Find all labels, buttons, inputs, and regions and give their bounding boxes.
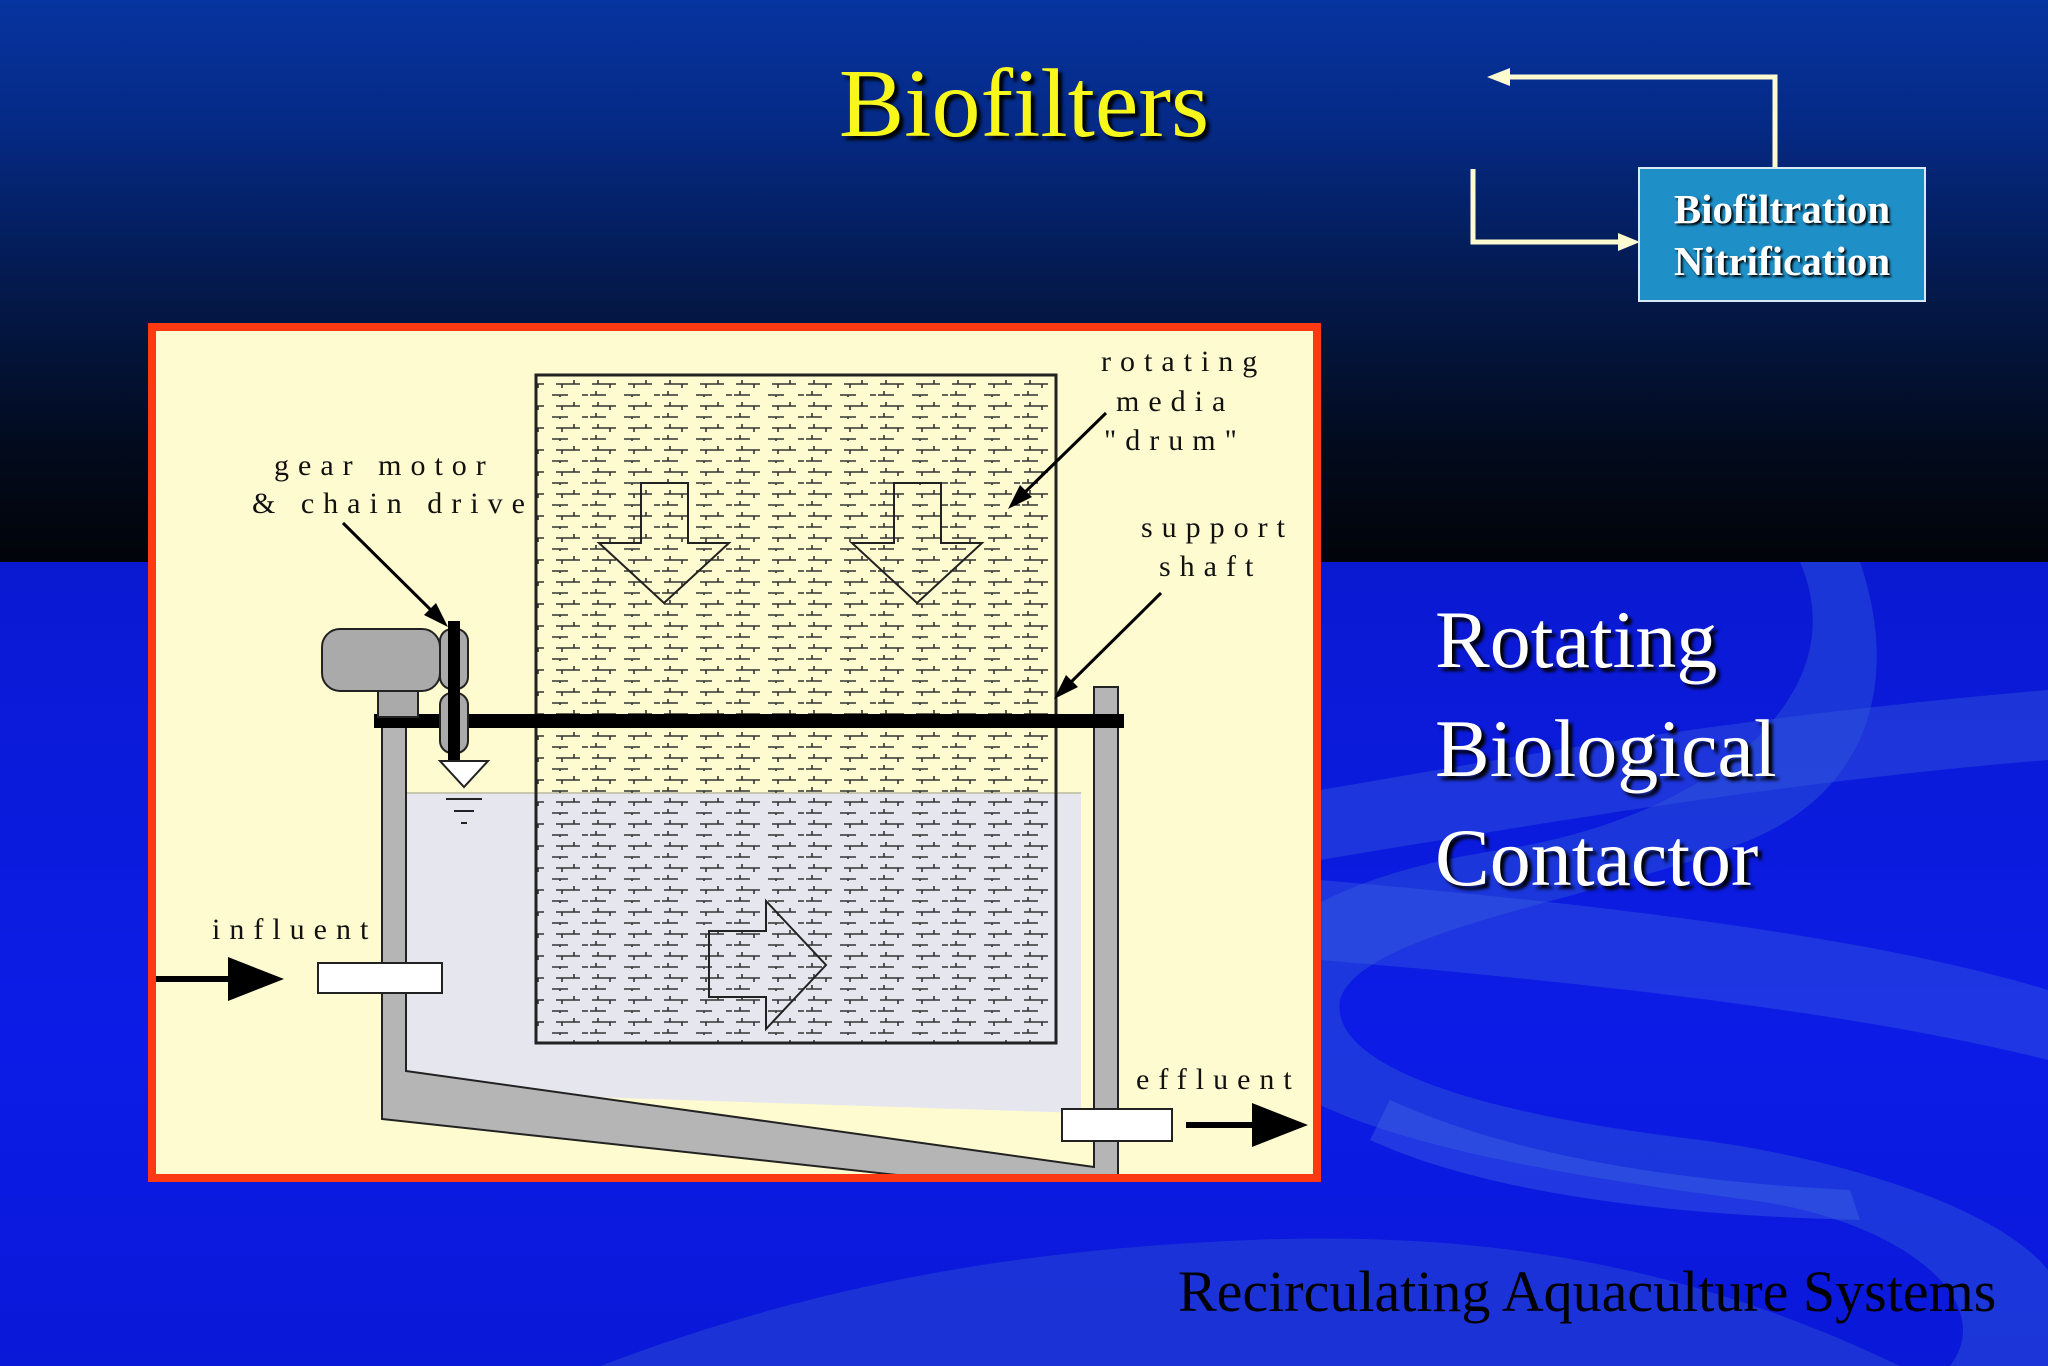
label-gear-motor: gear motor bbox=[274, 449, 495, 482]
label-influent: influent bbox=[212, 913, 377, 946]
rbc-heading-line3: Contactor bbox=[1435, 812, 1759, 903]
label-rotating: rotating bbox=[1101, 345, 1266, 378]
label-shaft: shaft bbox=[1159, 550, 1262, 583]
slide-footer: Recirculating Aquaculture Systems bbox=[1178, 1259, 1997, 1324]
label-support: support bbox=[1141, 511, 1294, 544]
influent-pipe bbox=[317, 962, 443, 994]
arrow-right-icon bbox=[708, 898, 828, 1032]
label-effluent: effluent bbox=[1136, 1063, 1301, 1096]
arrow-down-icon bbox=[849, 482, 985, 605]
rbc-heading-line2: Biological bbox=[1435, 703, 1777, 794]
arrow-down-icon bbox=[596, 482, 732, 605]
rbc-diagram-drawing: gear motor & chain drive rotating media … bbox=[156, 345, 1308, 1174]
effluent-arrow-icon bbox=[1252, 1103, 1308, 1147]
process-flow-arrows bbox=[1470, 68, 1778, 251]
slide-title: Biofilters bbox=[838, 50, 1210, 158]
water-level-icon bbox=[437, 760, 491, 789]
label-chain-drive: & chain drive bbox=[252, 487, 534, 520]
tank-wall bbox=[381, 686, 1119, 1174]
gear-motor bbox=[321, 628, 441, 692]
effluent-pipe bbox=[1061, 1108, 1173, 1142]
process-box: Biofiltration Nitrification bbox=[1638, 167, 1926, 302]
label-media: media bbox=[1116, 385, 1234, 418]
arrow-left-icon bbox=[1487, 68, 1510, 86]
media-drum bbox=[534, 373, 1058, 1045]
support-shaft bbox=[374, 714, 1124, 728]
influent-arrow-icon bbox=[228, 957, 284, 1001]
process-box-line2: Nitrification bbox=[1673, 237, 1891, 284]
label-drum: "drum" bbox=[1104, 424, 1246, 457]
arrow-right-icon bbox=[1618, 233, 1640, 251]
rbc-heading: Rotating Biological Contactor bbox=[1435, 585, 1995, 912]
rbc-heading-line1: Rotating bbox=[1435, 594, 1718, 685]
process-box-line1: Biofiltration bbox=[1673, 185, 1891, 232]
rbc-diagram: gear motor & chain drive rotating media … bbox=[148, 323, 1321, 1182]
